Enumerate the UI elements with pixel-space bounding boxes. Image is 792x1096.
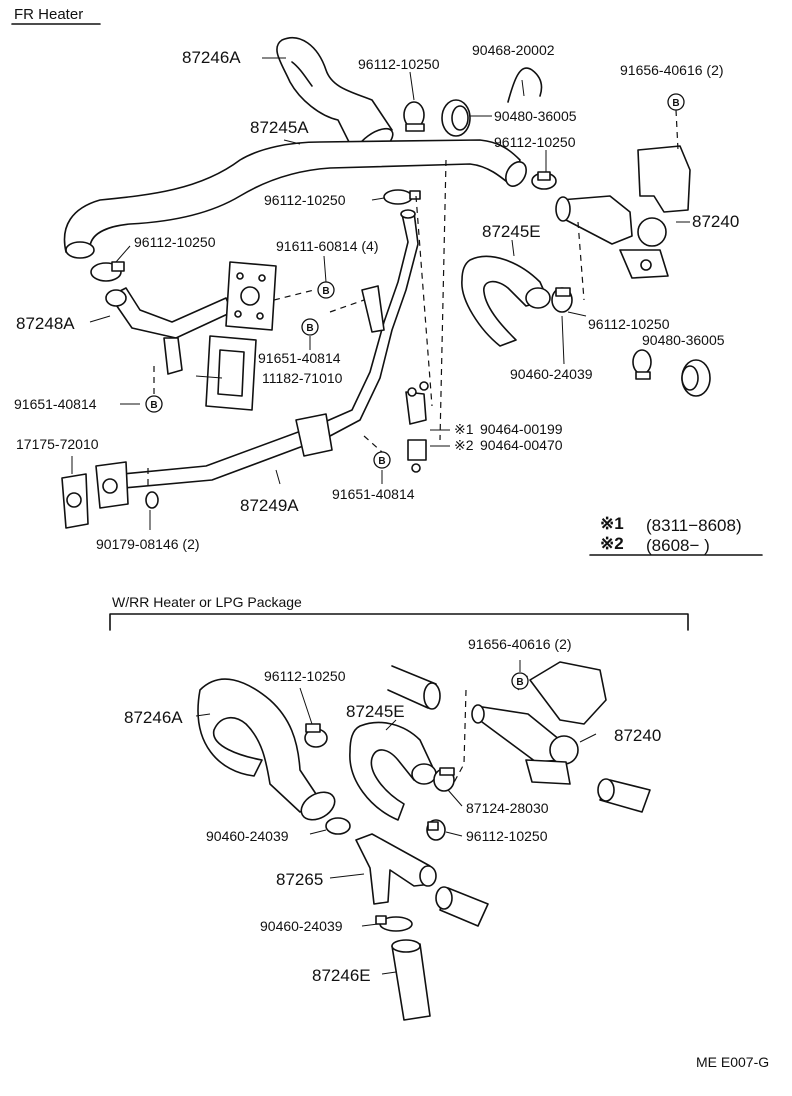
- marker-b-4: [145, 395, 163, 413]
- dash-2: [439, 159, 447, 441]
- dash-11: [451, 689, 467, 787]
- legend-row2-text: (8608− ): [646, 536, 710, 555]
- label-87246A-rr: 87246A: [124, 708, 183, 727]
- rr-section-bracket: [109, 613, 689, 631]
- clamp-rr-87124: [433, 767, 455, 792]
- nut-90179: [145, 491, 159, 509]
- clamp-rr-bot: [375, 915, 413, 932]
- marker-b-1-text: B: [672, 98, 679, 109]
- label-91651-bot: 91651-40814: [332, 486, 415, 502]
- label-96112-r2: 96112-10250: [588, 316, 670, 332]
- clamp-right: [531, 171, 557, 190]
- grommet-90480-top: [441, 99, 471, 137]
- dash-7: [577, 221, 585, 301]
- marker-b-2: [317, 281, 335, 299]
- clamp-r2: [632, 349, 652, 380]
- label-90464-1: 90464-00199: [480, 421, 563, 437]
- note2-mark: ※2: [454, 437, 474, 453]
- label-90460-r: 90460-24039: [510, 366, 593, 382]
- tee-87265: [355, 833, 437, 905]
- legend-row1-text: (8311−8608): [646, 516, 742, 535]
- gasket-11182: [205, 335, 257, 411]
- label-87245E-rr: 87245E: [346, 702, 405, 721]
- label-91656-fr: 91656-40616 (2): [620, 62, 724, 78]
- label-90480-top: 90480-36005: [494, 108, 577, 124]
- clip-90464: [405, 381, 429, 473]
- legend-row1-mark: ※1: [600, 514, 624, 533]
- label-96112-rr-top: 96112-10250: [264, 668, 346, 684]
- marker-b-3: [301, 318, 319, 336]
- label-90468: 90468-20002: [472, 42, 555, 58]
- dash-1: [415, 195, 433, 407]
- label-11182: 11182-71010: [262, 370, 343, 386]
- marker-b-2-text: B: [322, 286, 329, 297]
- clamp-mid: [383, 189, 421, 205]
- hose-87245A: [63, 139, 527, 259]
- clamp-rr-top: [304, 723, 328, 748]
- marker-b-4-text: B: [150, 400, 157, 411]
- label-96112-right: 96112-10250: [494, 134, 576, 150]
- clamp-rr-96112: [426, 819, 446, 841]
- label-91651-mid: 91651-40814: [258, 350, 341, 366]
- label-17175: 17175-72010: [16, 436, 99, 452]
- label-87245E-fr: 87245E: [482, 222, 541, 241]
- label-90464-2: 90464-00470: [480, 437, 563, 453]
- ghost-hose-mid: [435, 886, 489, 927]
- label-96112-rr-bot: 96112-10250: [466, 828, 548, 844]
- label-87265: 87265: [276, 870, 324, 889]
- label-96112-top: 96112-10250: [358, 56, 440, 72]
- clamp-left: [90, 261, 125, 282]
- label-87246E: 87246E: [312, 966, 371, 985]
- label-87245A: 87245A: [250, 118, 309, 137]
- label-87248A: 87248A: [16, 314, 75, 333]
- label-90460-rr-bot: 90460-24039: [260, 918, 343, 934]
- valve-87240-fr: [555, 145, 691, 279]
- marker-b-6-text: B: [516, 677, 523, 688]
- label-87246A-fr: 87246A: [182, 48, 241, 67]
- hose-87246E: [391, 939, 431, 1021]
- label-91611: 91611-60814 (4): [276, 238, 379, 254]
- hose-87245E-fr: [461, 255, 551, 347]
- marker-b-1: [667, 93, 685, 111]
- dash-4: [273, 289, 315, 301]
- wire-90468: [507, 67, 543, 103]
- label-90179: 90179-08146 (2): [96, 536, 200, 552]
- hose-87245E-rr: [349, 721, 437, 821]
- pipe-87248A: [105, 261, 277, 375]
- label-87249A: 87249A: [240, 496, 299, 515]
- grommet-90480-bot: [681, 359, 711, 397]
- dash-3: [329, 299, 365, 313]
- footer-code: ME E007-G: [696, 1054, 770, 1070]
- ghost-hose-top: [387, 665, 441, 710]
- label-91656-rr: 91656-40616 (2): [468, 636, 572, 652]
- marker-b-5-text: B: [378, 456, 385, 467]
- label-96112-left: 96112-10250: [134, 234, 216, 250]
- dash-8: [363, 435, 383, 453]
- hose-87246A-rr: [197, 678, 336, 821]
- note1-mark: ※1: [454, 421, 474, 437]
- marker-b-6: [511, 672, 529, 690]
- clamp-top: [403, 101, 425, 132]
- valve-87240-rr: [471, 661, 607, 785]
- marker-b-5: [373, 451, 391, 469]
- label-90460-rr-top: 90460-24039: [206, 828, 289, 844]
- label-87240-fr: 87240: [692, 212, 740, 231]
- clamp-87245E: [551, 287, 573, 313]
- label-96112-mid: 96112-10250: [264, 192, 346, 208]
- label-87240-rr: 87240: [614, 726, 662, 745]
- label-90480-bot: 90480-36005: [642, 332, 725, 348]
- ghost-hose-right: [597, 778, 651, 813]
- clamp-rr-90460: [325, 817, 351, 835]
- section-title-rr: W/RR Heater or LPG Package: [112, 594, 302, 610]
- label-87124: 87124-28030: [466, 800, 549, 816]
- section-title-fr: FR Heater: [14, 6, 84, 23]
- legend-row2-mark: ※2: [600, 534, 624, 553]
- label-91651-left: 91651-40814: [14, 396, 97, 412]
- dash-6: [675, 109, 679, 151]
- marker-b-3-text: B: [306, 323, 313, 334]
- plate-17175: [61, 461, 129, 529]
